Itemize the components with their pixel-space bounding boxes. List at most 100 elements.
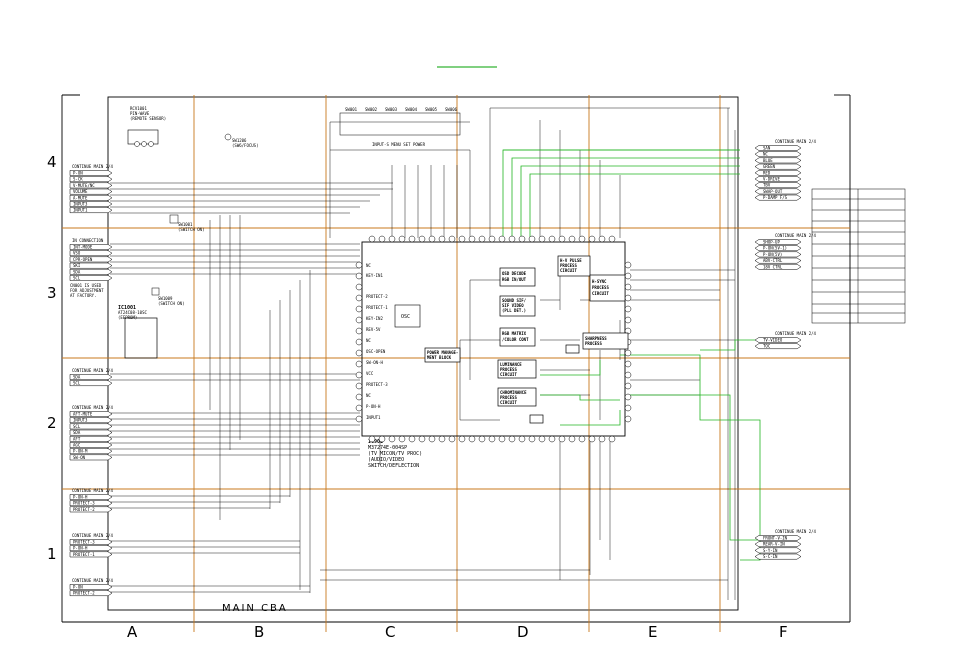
connector-pin <box>69 429 113 436</box>
svg-text:CIRCUIT: CIRCUIT <box>592 291 609 296</box>
block-h-sync <box>589 274 626 302</box>
svg-text:PIN-WAVE: PIN-WAVE <box>130 111 150 116</box>
svg-text:AT24C08-10SC: AT24C08-10SC <box>118 310 147 315</box>
block-h-v-pulse <box>557 255 591 277</box>
svg-text:INPUT-S MENU SET POWER: INPUT-S MENU SET POWER <box>372 142 426 147</box>
connector-pin-label: P-ON-H <box>73 495 88 500</box>
row-labels: 4 3 2 1 <box>47 153 57 563</box>
svg-text:PROCESS: PROCESS <box>560 263 577 268</box>
connector-pin <box>69 380 113 387</box>
svg-text:SWITCH/DEFLECTION: SWITCH/DEFLECTION <box>368 463 419 469</box>
svg-text:SHARPNESS: SHARPNESS <box>585 336 607 341</box>
connector-pin <box>69 182 113 189</box>
connector-pin <box>69 201 113 207</box>
svg-text:PROCESS: PROCESS <box>592 285 609 290</box>
connector-pin-label: AGC <box>73 443 81 448</box>
connector-pin-label: GREEN <box>763 164 776 169</box>
connector-main-c2b: CONTINUE MAIN 2/4AFT-MUTEINPUT3SCLSDAAFT… <box>69 405 114 461</box>
svg-text:(PLL DET.): (PLL DET.) <box>502 308 526 313</box>
connector-main-c4: CONTINUE MAIN 2/4P-ONS-CKV-MUTE/NCVOLUME… <box>69 164 114 214</box>
svg-text:(AUDIO/VIDEO: (AUDIO/VIDEO <box>368 457 404 463</box>
connector-pin-label: V-MUTE/NC <box>73 183 95 188</box>
connector-right-r4: CONTINUE MAIN 2/4SANNCBLUEGREENREDV-DRIV… <box>754 139 817 201</box>
connector-pin <box>69 275 113 281</box>
block-luminance <box>497 359 537 379</box>
connector-right-r3: CONTINUE MAIN 2/4SHOP-UPP-ON(5V-1)P-ON(5… <box>754 233 817 270</box>
svg-text:IC901: IC901 <box>368 439 383 445</box>
svg-text:LUMINANCE: LUMINANCE <box>500 362 522 367</box>
connector-pin-label: BLUE <box>763 158 773 163</box>
svg-text:(EEPROM): (EEPROM) <box>118 315 137 320</box>
connector-pin <box>69 262 113 269</box>
svg-text:(TV MICON/TV PROC): (TV MICON/TV PROC) <box>368 451 422 457</box>
svg-text:(SW6/FOCUS): (SW6/FOCUS) <box>232 143 259 148</box>
connector-pin <box>69 417 113 424</box>
connector-pin <box>69 454 113 461</box>
svg-text:SW006: SW006 <box>445 107 458 112</box>
svg-text:CHROMINANCE: CHROMINANCE <box>500 390 527 395</box>
connector-pin <box>754 239 802 245</box>
connector-pin <box>69 539 113 545</box>
connector-pin-label: P-ON(5V) <box>763 252 782 257</box>
connector-pin <box>69 494 113 500</box>
connector-pin <box>69 250 113 257</box>
connector-pin <box>754 257 802 264</box>
connector-header: CONTINUE MAIN 2/4 <box>775 139 817 144</box>
connector-pin-label: PROTECT-2 <box>73 507 95 512</box>
connector-pin-label: SKI <box>73 263 81 268</box>
svg-text:PROTECT-2: PROTECT-2 <box>366 294 388 299</box>
svg-text:SOUND SIF/: SOUND SIF/ <box>502 298 527 303</box>
connector-main-c15: CONTINUE MAIN 2/4P-ON-HPROTECT-3PROTECT-… <box>69 488 114 513</box>
svg-text:MENT BLOCK: MENT BLOCK <box>427 355 452 360</box>
connector-pin-label: V-DRIVE <box>763 177 780 182</box>
connector-header: IN CONNECTION <box>72 238 104 243</box>
connector-pin <box>69 256 113 263</box>
frame <box>61 94 851 623</box>
side-key: SW1001 (SWITCH ON) <box>169 214 205 232</box>
connector-pin-label: INPUT3 <box>73 202 88 207</box>
connector-pin-label: P-ON <box>73 585 83 590</box>
connector-pin <box>69 448 113 455</box>
connector-pin-label: VSO <box>73 251 81 256</box>
connector-pin-label: SDA <box>73 375 81 380</box>
connector-pin <box>754 163 802 170</box>
connector-pin <box>69 411 113 417</box>
connector-pin <box>754 337 802 343</box>
connector-pin <box>69 374 113 380</box>
connector-pin <box>754 343 802 350</box>
svg-text:PROTECT-3: PROTECT-3 <box>366 382 388 387</box>
svg-text:SIF VIDEO: SIF VIDEO <box>502 303 524 308</box>
ic-pins-left <box>355 261 363 423</box>
connector-pin <box>69 176 113 183</box>
wires <box>110 107 736 600</box>
svg-text:/COLOR CONT: /COLOR CONT <box>502 337 529 342</box>
column-labels: A B C D E F <box>127 623 788 641</box>
function-block-labels: OSD DECODE RGB IN/OUT SOUND SIF/ SIF VID… <box>427 258 609 405</box>
connector-header: CONTINUE MAIN 2/4 <box>775 331 817 336</box>
connector-pin <box>69 188 113 195</box>
row-label: 1 <box>47 545 57 563</box>
connector-pin-label: AFT-MUTE <box>73 412 93 417</box>
svg-text:M37274E-004SP: M37274E-004SP <box>368 445 407 451</box>
connector-pin-label: S-CK <box>73 177 83 182</box>
connector-pin <box>754 535 802 541</box>
connector-pin-label: VOLUME <box>73 189 88 194</box>
connector-pin-label: SAN <box>763 146 771 151</box>
svg-text:KEY-IN1: KEY-IN1 <box>366 273 383 278</box>
svg-text:SW1206: SW1206 <box>232 138 247 143</box>
ic-pin-labels: NC KEY-IN1 PROTECT-2 PROTECT-1 KEY-IN2 R… <box>366 263 388 420</box>
connector-pin <box>69 423 113 430</box>
connector-pin <box>69 170 113 176</box>
connector-pin <box>69 500 113 507</box>
connector-pin-label: SCL <box>73 424 81 429</box>
connector-pin <box>754 547 802 554</box>
connector-header: CONTINUE MAIN 2/4 <box>72 533 114 538</box>
connector-note: AT FACTORY. <box>70 293 97 298</box>
connector-pin-label: TV-VIDEO <box>763 338 783 343</box>
column-label: C <box>385 623 395 641</box>
column-label: F <box>779 623 788 641</box>
connector-in-c3: IN CONNECTIONINT-MODEVSOCPR-OPENSKISDASC… <box>69 238 113 281</box>
ic-pins-right <box>624 261 632 423</box>
